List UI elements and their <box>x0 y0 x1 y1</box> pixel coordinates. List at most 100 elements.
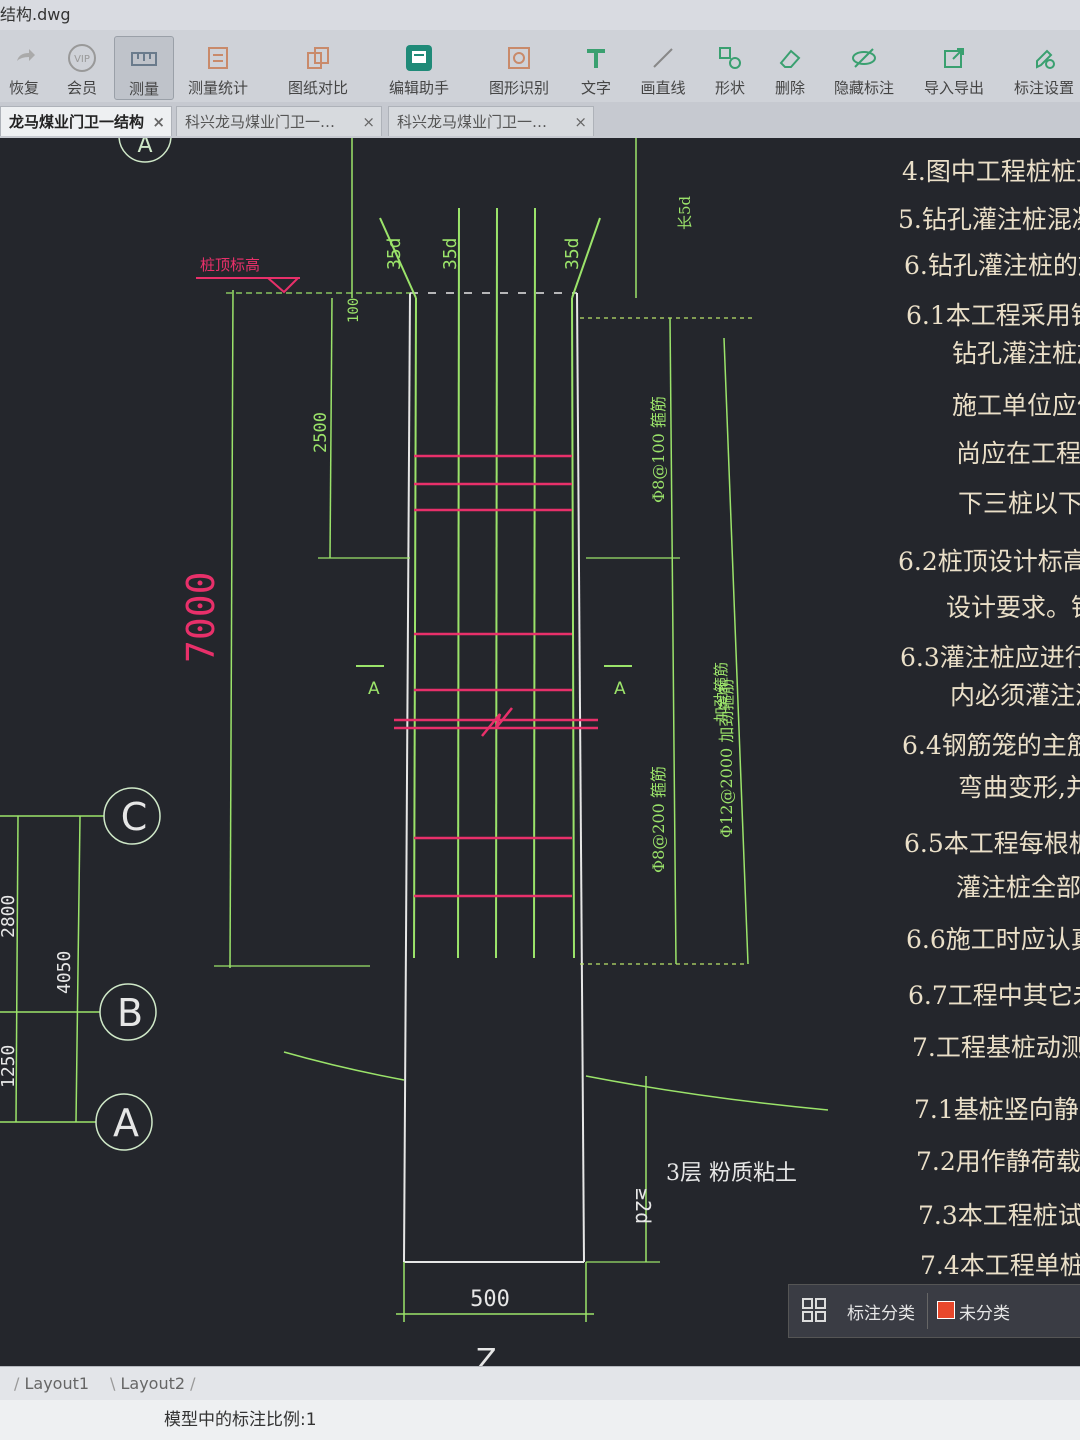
vip-button[interactable]: VIP 会员 <box>60 36 104 98</box>
edit-assistant-icon <box>404 43 434 73</box>
measure-icon <box>129 44 159 74</box>
measure-button[interactable]: 测量 <box>114 36 174 100</box>
layout-tabs-bar: / Layout1 \ Layout2 / <box>0 1366 1080 1401</box>
note-line: 尚应在工程桩中 <box>956 439 1080 468</box>
note-line: 内必须灌注混凝 <box>950 681 1080 710</box>
longitudinal-rebars <box>379 207 601 959</box>
tab-separator: / <box>14 1374 20 1393</box>
annotation-scale-text: 模型中的标注比例:1 <box>164 1410 317 1430</box>
ground-line-right <box>585 1075 829 1111</box>
import-export-button[interactable]: 导入导出 <box>918 36 990 98</box>
grid-dim-2800: 2800 <box>0 895 19 938</box>
ground-line-left <box>283 1051 405 1081</box>
annotation-settings-button[interactable]: 标注设置 <box>1008 36 1080 98</box>
annotation-category-panel[interactable]: 标注分类 未分类 <box>788 1284 1080 1338</box>
window-title: 结构.dwg <box>0 5 71 24</box>
stirrup-sparse-label: Φ8@200 箍筋 <box>649 766 668 873</box>
anchor-35d-label-3: 35d <box>562 237 583 270</box>
document-tabs: 龙马煤业门卫一结构 × 科兴龙马煤业门卫一… × 科兴龙马煤业门卫一… × <box>0 102 1080 138</box>
hide-annotation-button[interactable]: 隐藏标注 <box>828 36 900 98</box>
dim-line-2500 <box>329 297 333 559</box>
tab-document-1[interactable]: 龙马煤业门卫一结构 × <box>0 106 172 136</box>
axis-label-b: B <box>117 991 143 1035</box>
dim-7000-label: 7000 <box>179 571 223 663</box>
right-dim-line-2 <box>723 337 749 965</box>
axis-bubble-b <box>99 983 157 1041</box>
stirrups <box>394 454 598 898</box>
note-line: 6.5本工程每根桩施工 <box>904 829 1080 858</box>
pile-outline-right <box>576 292 585 1263</box>
right-dim-line-1 <box>669 317 677 965</box>
pile-outline-left <box>403 292 411 1263</box>
pile-top-elev-label: 桩顶标高 <box>200 256 260 274</box>
eraser-icon <box>775 43 805 73</box>
vip-icon: VIP <box>67 43 97 73</box>
measure-stats-button[interactable]: 测量统计 <box>182 36 254 98</box>
measure-stats-icon <box>203 43 233 73</box>
note-line: 钻孔灌注桩施工前 <box>952 339 1080 368</box>
shape-button[interactable]: 形状 <box>708 36 752 98</box>
layout-tab-2[interactable]: \ Layout2 / <box>110 1374 196 1393</box>
elevation-triangle-icon <box>267 277 299 294</box>
anchor-35d-label-2: 35d <box>440 237 461 270</box>
line-icon <box>648 43 678 73</box>
shape-recognition-button[interactable]: 图形识别 <box>482 36 556 98</box>
note-line: 4.图中工程桩桩顶标高 <box>902 157 1080 186</box>
dim-100-label: 100 <box>346 298 362 323</box>
annotation-category-value[interactable]: 未分类 <box>959 1304 1010 1324</box>
grid-icon <box>801 1297 827 1328</box>
cad-drawing: A 桩顶 <box>0 138 829 1366</box>
divider <box>927 1293 928 1329</box>
axis-label-a: A <box>113 1101 139 1145</box>
text-icon <box>581 43 611 73</box>
tab-separator: / <box>190 1374 196 1393</box>
drawing-canvas[interactable]: A 桩顶 <box>0 138 1080 1366</box>
compare-button[interactable]: 图纸对比 <box>282 36 354 98</box>
bottom-label: Z <box>476 1343 497 1366</box>
dim-2500-label: 2500 <box>311 412 331 453</box>
close-icon[interactable]: × <box>362 113 375 131</box>
note-line: 6.钻孔灌注桩的施工要 <box>904 251 1080 280</box>
top-right-note: 长5d <box>676 195 694 230</box>
tab-document-2[interactable]: 科兴龙马煤业门卫一… × <box>176 106 382 136</box>
axis-bubble-c <box>103 787 161 845</box>
tab-separator: \ <box>110 1374 116 1393</box>
tab-document-3[interactable]: 科兴龙马煤业门卫一… × <box>388 106 594 136</box>
line-button[interactable]: 画直线 <box>634 36 692 98</box>
category-color-swatch <box>937 1301 955 1319</box>
note-line: 6.6施工时应认真做好 <box>906 925 1080 954</box>
note-line: 6.2桩顶设计标高以上 <box>898 547 1080 576</box>
note-line: 5.钻孔灌注桩混凝土强 <box>898 205 1080 234</box>
status-bar: 模型中的标注比例:1 <box>0 1400 1080 1440</box>
stiffener-note-label: 加劲箍筋 <box>712 662 730 722</box>
note-line: 7.3本工程桩试桩设 <box>918 1201 1080 1230</box>
note-line: 6.3灌注桩应进行二次 <box>900 643 1080 672</box>
note-line: 弯曲变形,并设 <box>958 773 1080 802</box>
note-line: 7.2用作静荷载试验 <box>916 1147 1080 1176</box>
note-line: 灌注桩全部完成 <box>956 873 1080 902</box>
close-icon[interactable]: × <box>152 113 165 131</box>
stiffener-label: Φ12@2000 加劲箍筋 <box>717 679 736 838</box>
text-button[interactable]: 文字 <box>574 36 618 98</box>
redo-button[interactable]: 恢复 <box>2 36 46 98</box>
axis-bubble-a <box>95 1093 153 1151</box>
note-line: 施工单位应仔细 <box>952 391 1080 420</box>
layout-tab-1[interactable]: / Layout1 <box>14 1374 90 1393</box>
soil-layer-label: 3层 粉质粘土 <box>666 1161 797 1186</box>
grid-dim-1250: 1250 <box>0 1045 19 1088</box>
note-line: 下三桩以下承台 <box>958 489 1080 518</box>
title-bar: 结构.dwg <box>0 0 1080 30</box>
delete-button[interactable]: 删除 <box>768 36 812 98</box>
note-line: 7.工程基桩动测及竖 <box>912 1033 1080 1062</box>
dim-500-label: 500 <box>470 1287 510 1312</box>
note-line: 设计要求。钻孔灌 <box>946 593 1080 622</box>
edit-assistant-button[interactable]: 编辑助手 <box>382 36 456 98</box>
close-icon[interactable]: × <box>574 113 587 131</box>
axis-label-top-a: A <box>137 138 152 158</box>
svg-text:VIP: VIP <box>74 54 90 65</box>
grid-dim-4050: 4050 <box>54 951 75 994</box>
note-line: 7.1基桩竖向静载试验 <box>914 1095 1080 1124</box>
dim-line-7000 <box>229 289 234 969</box>
annotation-settings-icon <box>1029 43 1059 73</box>
